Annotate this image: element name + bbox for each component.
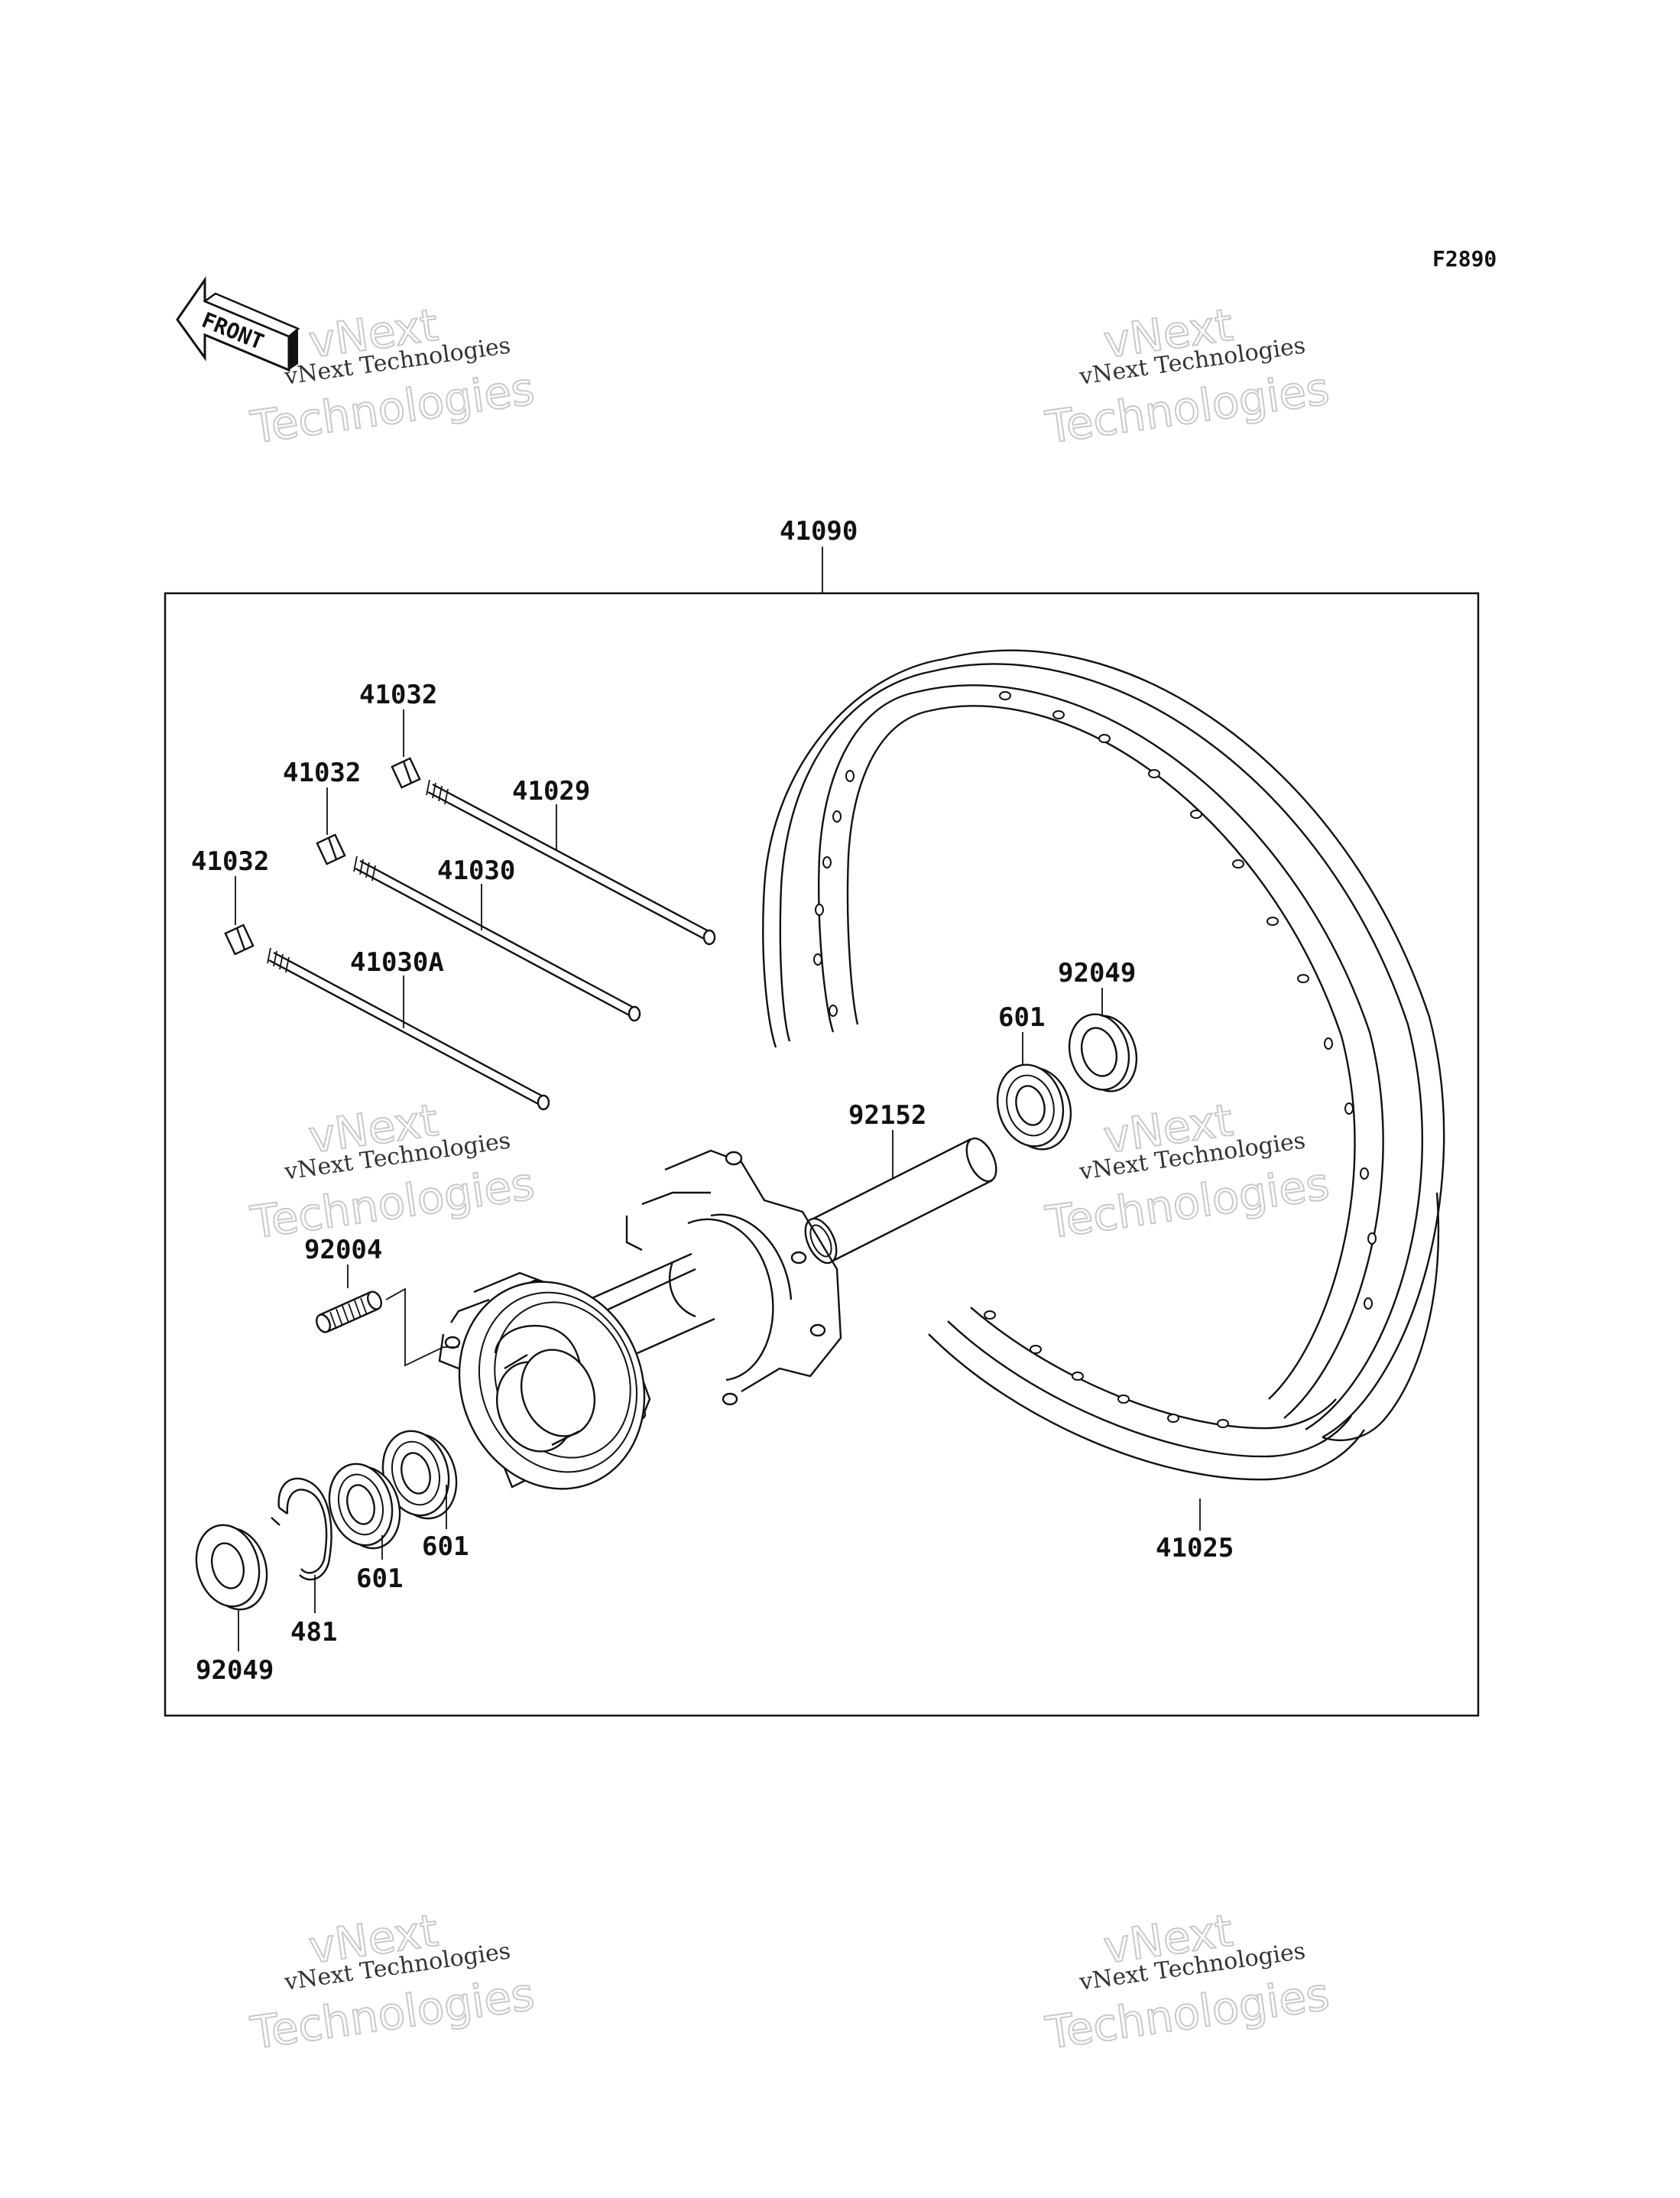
label-92152: 92152: [848, 1100, 926, 1131]
label-41032-low: 41032: [191, 846, 269, 877]
figure-code: F2890: [1432, 246, 1497, 271]
nipple-low: [224, 924, 255, 956]
bolt: [316, 1291, 382, 1333]
label-481: 481: [290, 1617, 337, 1648]
watermark-top-right: vNext vNext Technologies Technologies: [1042, 298, 1333, 455]
label-92004: 92004: [304, 1235, 382, 1265]
watermark-bottom-left: vNext vNext Technologies Technologies: [247, 1904, 538, 2060]
label-41029: 41029: [512, 776, 590, 807]
label-41032-mid: 41032: [283, 758, 361, 788]
watermark-mid-left: vNext vNext Technologies Technologies: [247, 1093, 538, 1250]
rim: [762, 649, 1445, 1481]
nipple-top: [391, 757, 421, 789]
label-601-left-inner: 601: [422, 1531, 469, 1562]
label-41030A: 41030A: [350, 947, 444, 978]
bearing-left-outer: [328, 1463, 401, 1550]
label-92049-left: 92049: [196, 1655, 274, 1686]
spoke-41030: [353, 855, 641, 1022]
label-41030: 41030: [437, 855, 515, 886]
label-41025: 41025: [1156, 1533, 1234, 1563]
rim-spoke-holes: [813, 691, 1377, 1428]
watermark-mid-right: vNext vNext Technologies Technologies: [1042, 1093, 1333, 1250]
label-601-left-outer: 601: [356, 1563, 403, 1594]
watermark-bottom-right: vNext vNext Technologies Technologies: [1042, 1904, 1333, 2060]
oil-seal-right: [1068, 1013, 1138, 1093]
nipple-mid: [316, 833, 346, 865]
assembly-frame: [164, 592, 1480, 1717]
bearing-right: [996, 1063, 1072, 1151]
front-arrow-icon: FRONT: [176, 276, 300, 372]
label-41032-top: 41032: [359, 680, 437, 710]
label-92049-right: 92049: [1058, 958, 1136, 989]
collar: [804, 1137, 997, 1265]
circlip: [271, 1477, 332, 1581]
spoke-41030A: [267, 947, 550, 1111]
oil-seal-left: [195, 1524, 268, 1611]
label-41090: 41090: [780, 516, 858, 547]
spoke-41029: [426, 779, 716, 946]
watermark-top-left: vNext vNext Technologies Technologies: [247, 298, 538, 455]
hub: [438, 1149, 842, 1490]
label-601-right: 601: [998, 1002, 1045, 1033]
bearing-left-inner: [381, 1430, 458, 1520]
